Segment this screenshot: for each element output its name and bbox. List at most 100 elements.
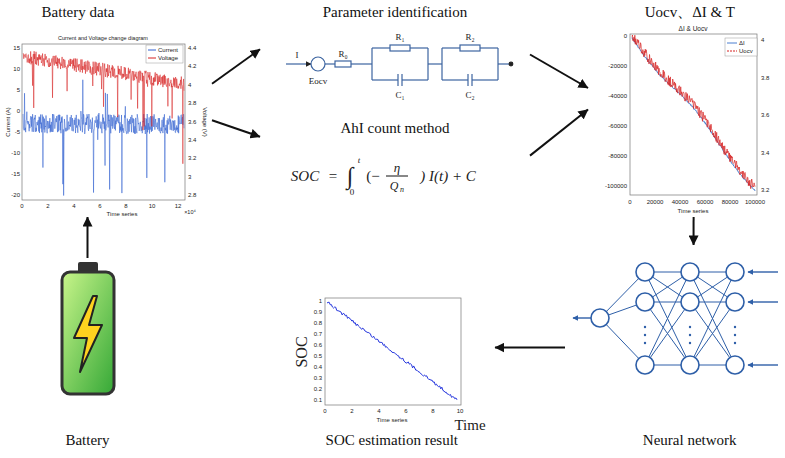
panel-heading: AhI count method	[340, 120, 449, 137]
neuron	[681, 293, 699, 311]
network-link	[645, 272, 690, 365]
tick-label: 4	[377, 408, 380, 414]
tick-label: -15	[11, 171, 20, 177]
tick-label: 0.6	[314, 342, 322, 348]
network-link	[645, 272, 690, 365]
ellipsis-dot	[689, 342, 691, 344]
tick-label: 10	[13, 66, 20, 72]
ellipsis-dot	[644, 334, 646, 336]
axis-title: Time	[454, 418, 485, 433]
tick-label: -20	[11, 192, 20, 198]
tick-label: 40000	[672, 199, 689, 205]
plot-title: ΔI & Uocv	[679, 26, 708, 33]
formula-part: η	[394, 161, 400, 174]
network-link	[645, 302, 690, 365]
plot-title: Current and Voltage change diagram	[58, 36, 148, 42]
resistor-label: R₁	[395, 33, 404, 42]
legend-sample	[148, 58, 156, 59]
tick-label: -100000	[605, 183, 627, 189]
battery-icon	[62, 262, 114, 394]
plot-frame	[630, 34, 757, 195]
diagram-panel: Neural network	[565, 245, 780, 450]
tick-label: 0.2	[314, 386, 322, 392]
tick-label: 0	[20, 203, 23, 209]
network-link	[690, 302, 735, 365]
axis-title: Voltage (V)	[202, 107, 208, 137]
network-link	[690, 272, 735, 365]
tick-label: -10	[11, 150, 20, 156]
tick-label: 0.3	[314, 375, 322, 381]
flow-arrow	[530, 110, 588, 156]
network-link	[645, 302, 690, 365]
tick-label: -40000	[608, 93, 627, 99]
tick-label: 6	[98, 203, 101, 209]
soc-series	[327, 302, 457, 400]
formula-part: t	[358, 156, 361, 165]
tick-label: 20000	[647, 199, 664, 205]
neuron	[726, 356, 744, 374]
tick-label: 3.2	[188, 155, 196, 161]
legend-box	[725, 38, 757, 56]
neuron	[726, 263, 744, 281]
panel-heading: Parameter identification	[323, 4, 468, 21]
tick-label: 2	[350, 408, 353, 414]
tick-label: 8	[431, 408, 434, 414]
tick-label: 0	[624, 33, 627, 39]
io-arrow	[573, 317, 591, 318]
fraction-bar	[386, 176, 408, 177]
tick-label: 80000	[722, 199, 739, 205]
ellipsis-dot	[689, 326, 691, 328]
tick-label: 4	[72, 203, 75, 209]
plot-frame	[22, 44, 185, 200]
tick-label: 3	[188, 174, 191, 180]
tick-label: 0.4	[314, 364, 322, 370]
tick-label: 3.4	[188, 137, 196, 143]
tick-label: 10	[457, 408, 464, 414]
axis-title: Time series	[377, 417, 408, 423]
tick-label: 3.2	[761, 187, 769, 193]
resistor-label: R₂	[465, 33, 474, 42]
panel-heading: Battery	[65, 432, 109, 449]
tick-label: 4.2	[188, 63, 196, 69]
tick-label: 3.4	[761, 150, 769, 156]
flow-arrow	[530, 55, 588, 89]
legend-sample	[148, 50, 156, 51]
legend-box	[146, 45, 183, 63]
tick-label: 100000	[745, 199, 765, 205]
tick-label: 3.8	[188, 100, 196, 106]
neuron	[636, 356, 654, 374]
legend-text: Current	[158, 47, 178, 53]
ellipsis-dot	[734, 334, 736, 336]
tick-label: 0.7	[314, 331, 322, 337]
current-label: I	[296, 51, 299, 60]
io-arrow	[748, 301, 778, 302]
tick-label: 6	[404, 408, 407, 414]
diagram-panel: Parameter identification	[260, 2, 530, 107]
plot-frame	[325, 298, 461, 405]
voltage-series	[23, 51, 184, 164]
tick-label: 60000	[697, 199, 714, 205]
tick-label: 0.8	[314, 320, 322, 326]
neuron	[636, 293, 654, 311]
formula-part: ∫	[347, 164, 354, 188]
tick-label: -5	[15, 129, 20, 135]
tick-label: 2	[46, 203, 49, 209]
tick-label: 0	[17, 108, 20, 114]
tick-label: -60000	[608, 123, 627, 129]
io-arrow	[748, 271, 778, 272]
formula-part: ) I(t) + C	[420, 169, 476, 184]
legend-text: Uocv	[739, 48, 753, 54]
ellipsis-dot	[734, 326, 736, 328]
formula-part: SOC	[291, 169, 319, 184]
tick-label: 8	[124, 203, 127, 209]
tick-label: 0.9	[314, 309, 322, 315]
diagram-panel: Battery	[40, 258, 135, 450]
tick-label: 5	[17, 87, 20, 93]
tick-label: 0	[628, 199, 631, 205]
formula-part: 0	[350, 188, 355, 197]
capacitor-label: C₁	[395, 91, 404, 100]
panel-heading: Battery data	[42, 4, 115, 21]
io-arrow	[748, 364, 778, 365]
